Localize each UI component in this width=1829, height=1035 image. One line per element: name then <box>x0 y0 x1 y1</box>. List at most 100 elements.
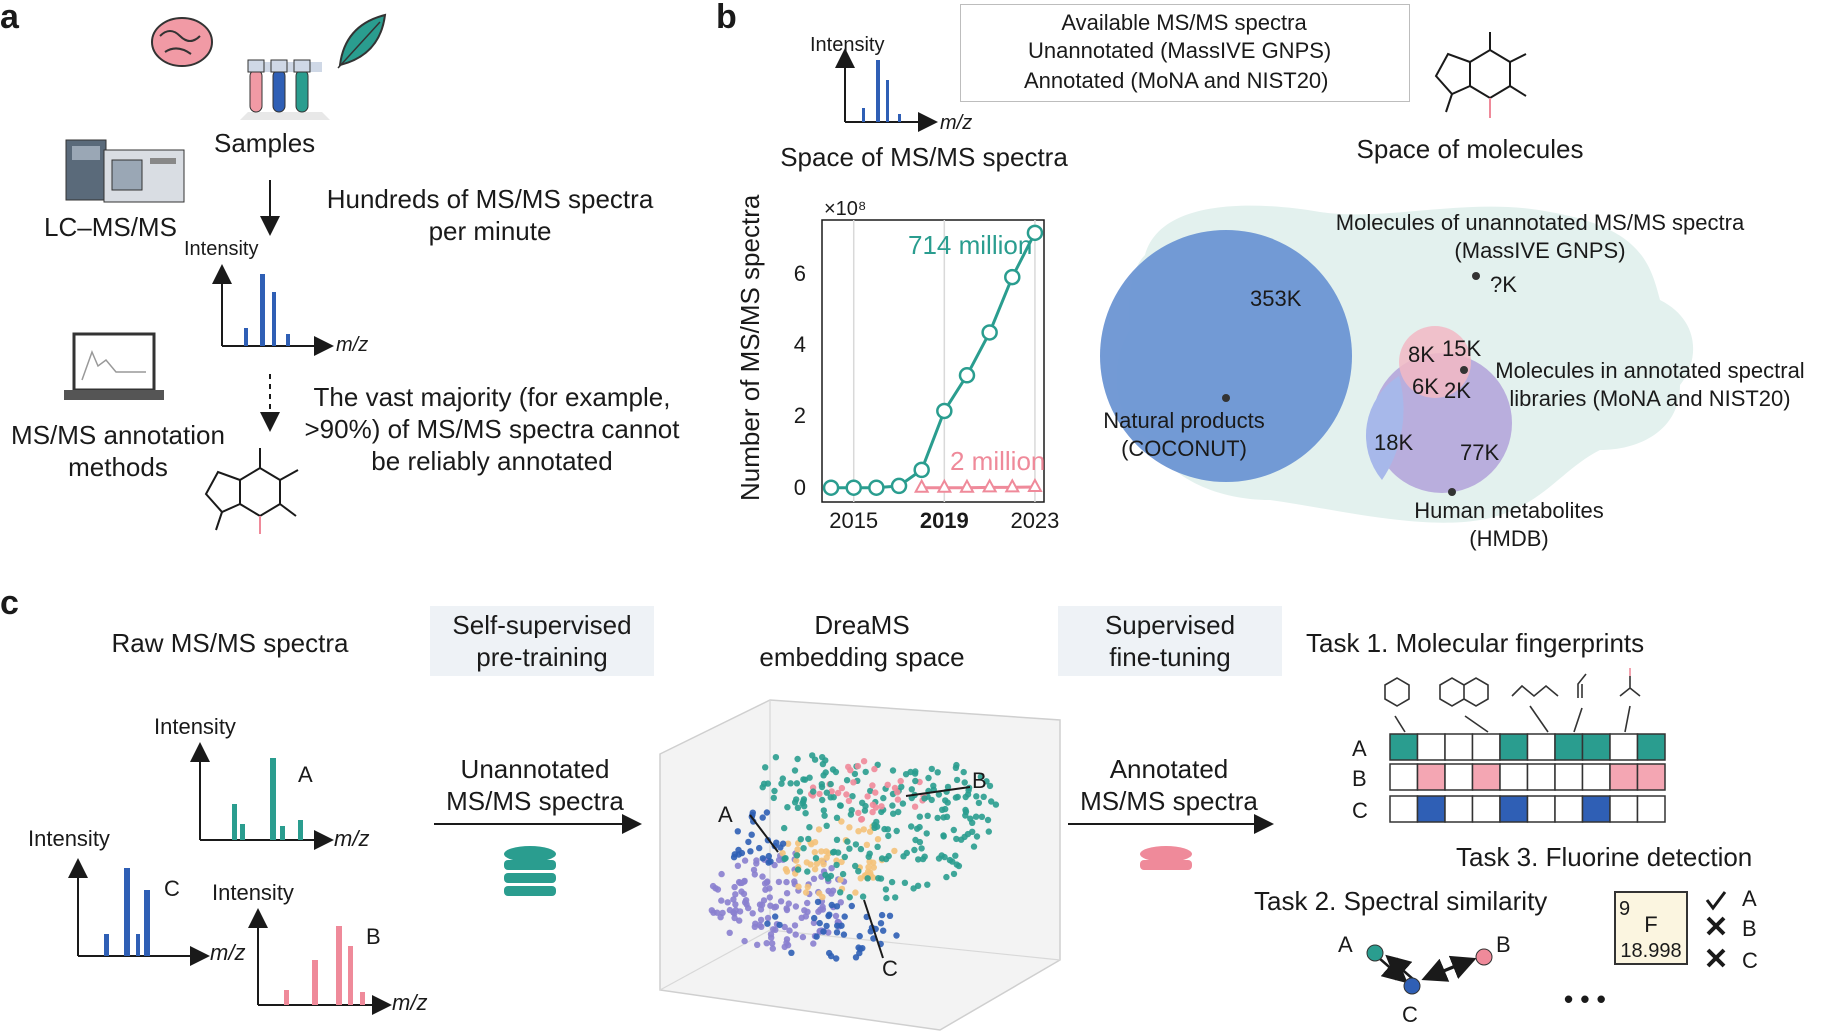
embedding-point <box>877 875 885 882</box>
embedding-point <box>765 859 772 866</box>
embedding-point <box>785 900 792 907</box>
panel-label-a: a <box>0 0 19 36</box>
embedding-point <box>954 793 961 801</box>
intensity-label-c1: Intensity <box>154 714 236 739</box>
embedding-point <box>820 928 827 935</box>
embedding-point <box>892 894 899 901</box>
embedding-point <box>857 845 865 853</box>
embedding-point <box>978 813 986 820</box>
embedding-point <box>759 873 766 880</box>
embedding-point <box>795 883 802 890</box>
embedding-point <box>783 905 790 912</box>
fingerprint-bit <box>1471 733 1501 761</box>
embedding-point <box>877 920 885 927</box>
result-check-icon <box>1705 891 1727 911</box>
venn-hmdb1: Human metabolites <box>1414 498 1604 523</box>
database-teal-icon <box>504 846 556 896</box>
embedding-point <box>874 843 881 850</box>
caffeine-molecule-b <box>1434 32 1527 118</box>
embedding-point <box>819 754 826 761</box>
embedding-point <box>791 767 799 774</box>
embedding-point <box>786 927 793 934</box>
fingerprint-bit <box>1526 795 1556 823</box>
fingerprint-bit <box>1471 795 1501 823</box>
embedding-point <box>770 926 777 933</box>
embedding-point <box>811 866 819 873</box>
embedding-point <box>726 929 733 936</box>
embedding-point <box>766 894 773 901</box>
dreams-line1: DreaMS <box>814 610 910 640</box>
embedding-point <box>775 878 783 886</box>
result-label-b: B <box>1742 916 1757 941</box>
embedding-point <box>828 952 835 960</box>
venn-2k: 2K <box>1444 378 1471 403</box>
embedding-point <box>741 878 748 885</box>
embedding-point <box>864 875 871 882</box>
embedding-point <box>731 883 738 891</box>
ellipsis: • • • <box>1564 984 1606 1014</box>
task3-label: Task 3. Fluorine detection <box>1456 842 1753 872</box>
embedding-point <box>818 848 825 855</box>
embedding-point <box>726 906 734 914</box>
spectrum-icon-b <box>835 48 938 132</box>
embedding-point <box>912 777 919 785</box>
embedding-point <box>759 814 766 821</box>
embedding-point <box>882 886 890 893</box>
embedding-point <box>731 851 738 858</box>
embedding-point <box>798 914 805 921</box>
fingerprint-bit <box>1554 795 1584 823</box>
fingerprint-substructures <box>1384 668 1641 733</box>
self-supervised-line1: Self-supervised <box>430 606 654 644</box>
fingerprint-bit <box>1581 795 1611 823</box>
x-tick-label: 2019 <box>919 508 969 533</box>
embedding-point <box>869 874 877 881</box>
embedding-point <box>885 832 892 840</box>
embedding-point <box>980 793 987 800</box>
graph-node-b: B <box>1496 932 1511 957</box>
embedding-point <box>816 919 823 927</box>
embedding-point <box>779 840 787 847</box>
intensity-label-b: Intensity <box>810 34 885 56</box>
embedding-point <box>834 922 841 929</box>
result-label-a: A <box>1742 886 1757 911</box>
embedding-point <box>950 826 957 834</box>
fluorine-element-tile <box>1614 891 1688 965</box>
dreams-line2: embedding space <box>759 642 965 672</box>
embedding-point <box>783 890 791 897</box>
annotation-line1: MS/MS annotation <box>11 420 225 450</box>
embedding-point <box>848 902 855 910</box>
fp-row-label-b: B <box>1352 766 1367 791</box>
embedding-point <box>878 803 885 810</box>
embedding-point <box>773 839 780 846</box>
embedding-point <box>732 891 739 898</box>
embedding-point <box>749 809 756 816</box>
chart-exponent: ×10⁸ <box>824 198 867 220</box>
spectrum-label-c: C <box>164 876 180 901</box>
graph-node-a: A <box>1338 932 1353 957</box>
embedding-point <box>855 828 862 835</box>
embedding-point <box>772 754 780 761</box>
embedding-point <box>953 776 961 784</box>
embedding-point <box>791 878 798 885</box>
embedding-point <box>794 866 802 873</box>
embedding-point <box>918 845 925 852</box>
embedding-point <box>748 831 755 838</box>
embedding-point <box>944 783 952 791</box>
embedding-point <box>811 914 818 922</box>
embedding-point <box>863 841 871 848</box>
fingerprint-grid <box>1389 733 1666 823</box>
pointer-c <box>863 899 884 959</box>
unannotated-line2: MS/MS spectra <box>446 786 624 816</box>
embedding-point <box>870 864 877 871</box>
embedding-point <box>942 797 949 804</box>
embedding-point <box>814 898 822 906</box>
embedding-point <box>844 838 851 845</box>
lcms-label: LC–MS/MS <box>44 212 177 242</box>
unknown-point <box>1472 272 1480 280</box>
embedding-point <box>741 937 748 945</box>
task2-label: Task 2. Spectral similarity <box>1254 886 1548 916</box>
venn-353k: 353K <box>1250 286 1302 311</box>
embedding-point <box>736 908 744 915</box>
embedding-point <box>828 901 835 909</box>
